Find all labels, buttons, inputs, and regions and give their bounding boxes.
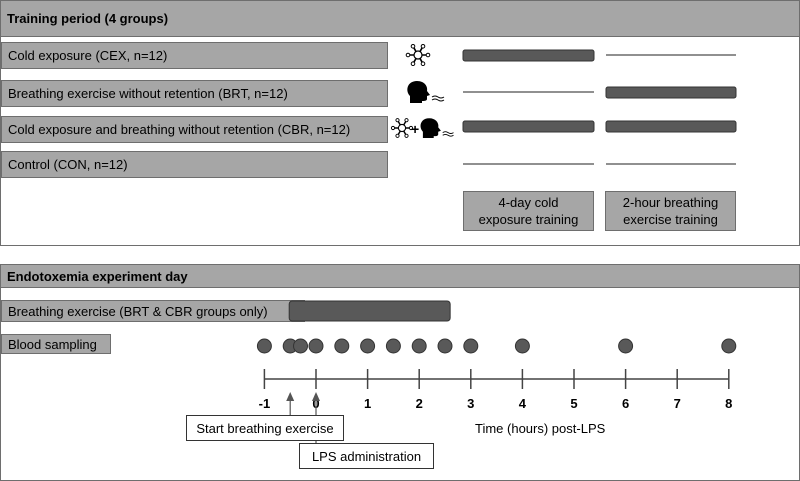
breathing-exercise-training-line2: exercise training [623,212,718,227]
breathing-exercise-bar [288,300,451,322]
cold-exposure-training-box: 4-day cold exposure training [463,191,594,231]
time-axis-label: Time (hours) post-LPS [475,421,606,436]
blood-sample-dot [411,338,427,354]
training-period-panel: Training period (4 groups) [0,0,800,246]
blood-sample-dot [308,338,324,354]
endotoxemia-title: Endotoxemia experiment day [1,265,799,288]
time-axis-tick-label: 8 [725,396,732,411]
snowflake-icon [405,43,431,67]
time-axis-tick-label: 1 [364,396,371,411]
blood-sampling-label: Blood sampling [1,334,111,354]
group-label-con: Control (CON, n=12) [1,151,388,178]
time-axis-tick-label: 4 [519,396,527,411]
start-breathing-exercise-callout: Start breathing exercise [186,415,344,441]
brt-breathing-bar [605,86,737,99]
time-axis-ticks: -1012345678 [259,369,732,411]
blood-sample-dot [721,338,737,354]
time-axis-tick-label: 3 [467,396,474,411]
cold-exposure-training-line2: exposure training [478,212,579,227]
training-period-title: Training period (4 groups) [1,1,799,37]
snowflake-plus-breathing-icon: + [390,117,454,139]
training-schedule-graphic: + [390,43,737,165]
start-breathing-arrow-head [286,392,295,401]
time-axis-tick-label: 7 [674,396,681,411]
blood-sample-dot [437,338,453,354]
blood-sample-dot [334,338,350,354]
cold-exposure-training-line1: 4-day cold [498,195,559,210]
breathing-exercise-training-line1: 2-hour breathing [622,195,719,210]
group-label-cbr: Cold exposure and breathing without rete… [1,116,388,143]
group-label-brt: Breathing exercise without retention (BR… [1,80,388,107]
blood-sampling-points [256,338,737,354]
cex-cold-exposure-bar [462,49,595,62]
breathing-exercise-label: Breathing exercise (BRT & CBR groups onl… [1,300,305,322]
cbr-cold-exposure-bar [462,120,595,133]
lps-administration-arrow-head [312,392,320,401]
blood-sample-dot [293,338,309,354]
time-axis-tick-label: -1 [259,396,271,411]
breathing-exercise-training-box: 2-hour breathing exercise training [605,191,736,231]
time-axis-tick-label: 2 [416,396,423,411]
breathing-head-icon [406,80,445,104]
blood-sample-dot [385,338,401,354]
blood-sample-dot [360,338,376,354]
time-axis-tick-label: 6 [622,396,629,411]
blood-sample-dot [256,338,272,354]
cbr-breathing-bar [605,120,737,133]
lps-administration-callout: LPS administration [299,443,434,469]
group-label-cex: Cold exposure (CEX, n=12) [1,42,388,69]
time-axis-tick-label: 5 [570,396,577,411]
svg-text:+: + [411,121,419,137]
blood-sample-dot [463,338,479,354]
blood-sample-dot [618,338,634,354]
blood-sample-dot [514,338,530,354]
